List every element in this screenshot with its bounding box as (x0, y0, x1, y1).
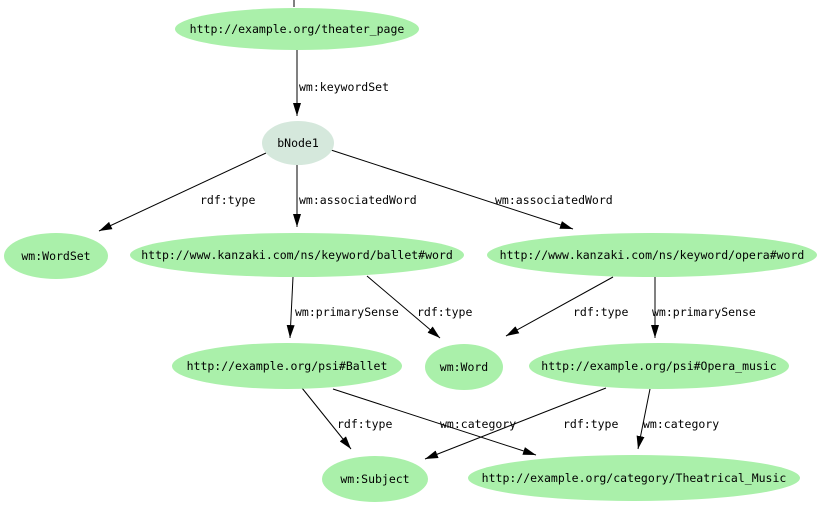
edge-ballet_word-to-psi_ballet (286, 276, 295, 339)
edge-labels-layer: wm:keywordSet rdf:type wm:associatedWord wm… (200, 80, 756, 431)
node-label-bnode1: bNode1 (277, 136, 319, 150)
edge-psi_opera_music-to-theatrical_music (636, 388, 651, 450)
node-label-opera_word: http://www.kanzaki.com/ns/keyword/opera#… (500, 248, 805, 262)
node-ellipse-psi_ballet (172, 343, 402, 389)
node-label-wordset: wm:WordSet (21, 249, 90, 263)
nodes-layer: http://example.org/theater_pagebNode1wm:… (4, 8, 817, 502)
edge-label-bnode1-to-wordset: rdf:type (200, 193, 255, 207)
node-label-word: wm:Word (440, 360, 488, 374)
edge-label-psi_opera_music-to-theatrical_music: wm:category (643, 417, 719, 431)
node-ellipse-psi_opera_music (529, 343, 789, 389)
node-ellipse-opera_word (487, 233, 817, 277)
edge-ballet_word-to-word (366, 275, 441, 339)
edge-label-opera_word-to-word: rdf:type (573, 305, 628, 319)
edge-label-psi_ballet-to-theatrical_music: wm:category (440, 417, 516, 431)
edges-layer (98, 0, 659, 460)
node-label-ballet_word: http://www.kanzaki.com/ns/keyword/ballet… (141, 248, 453, 262)
node-ellipse-word (425, 344, 503, 390)
node-ellipse-subject (322, 456, 428, 502)
edge-bnode1-to-opera_word (330, 149, 574, 230)
edge-label-opera_word-to-psi_opera_music: wm:primarySense (652, 305, 756, 319)
edge-label-theater_page-to-bnode1: wm:keywordSet (299, 80, 389, 94)
edge-label-ballet_word-to-psi_ballet: wm:primarySense (295, 305, 399, 319)
edge-label-bnode1-to-ballet_word: wm:associatedWord (299, 193, 417, 207)
node-label-theater_page: http://example.org/theater_page (190, 22, 405, 36)
node-ellipse-wordset (4, 233, 108, 279)
node-label-theatrical_music: http://example.org/category/Theatrical_M… (482, 471, 787, 485)
node-ellipse-ballet_word (130, 233, 464, 277)
edge-bnode1-to-wordset (98, 152, 267, 232)
node-label-psi_ballet: http://example.org/psi#Ballet (187, 359, 388, 373)
edge-label-bnode1-to-opera_word: wm:associatedWord (495, 193, 613, 207)
edge-psi_opera_music-to-subject (424, 387, 607, 460)
edge-opera_word-to-word (505, 276, 614, 337)
node-label-subject: wm:Subject (340, 472, 409, 486)
edge-psi_ballet-to-theatrical_music (332, 388, 537, 456)
edge-label-psi_ballet-to-subject: rdf:type (337, 417, 392, 431)
node-ellipse-theatrical_music (468, 455, 800, 501)
node-label-psi_opera_music: http://example.org/psi#Opera_music (541, 359, 776, 373)
edge-label-psi_opera_music-to-subject: rdf:type (563, 417, 618, 431)
node-ellipse-bnode1 (262, 121, 334, 165)
edge-label-ballet_word-to-word: rdf:type (417, 305, 472, 319)
edge-psi_ballet-to-subject (301, 387, 352, 450)
node-ellipse-theater_page (175, 8, 419, 50)
